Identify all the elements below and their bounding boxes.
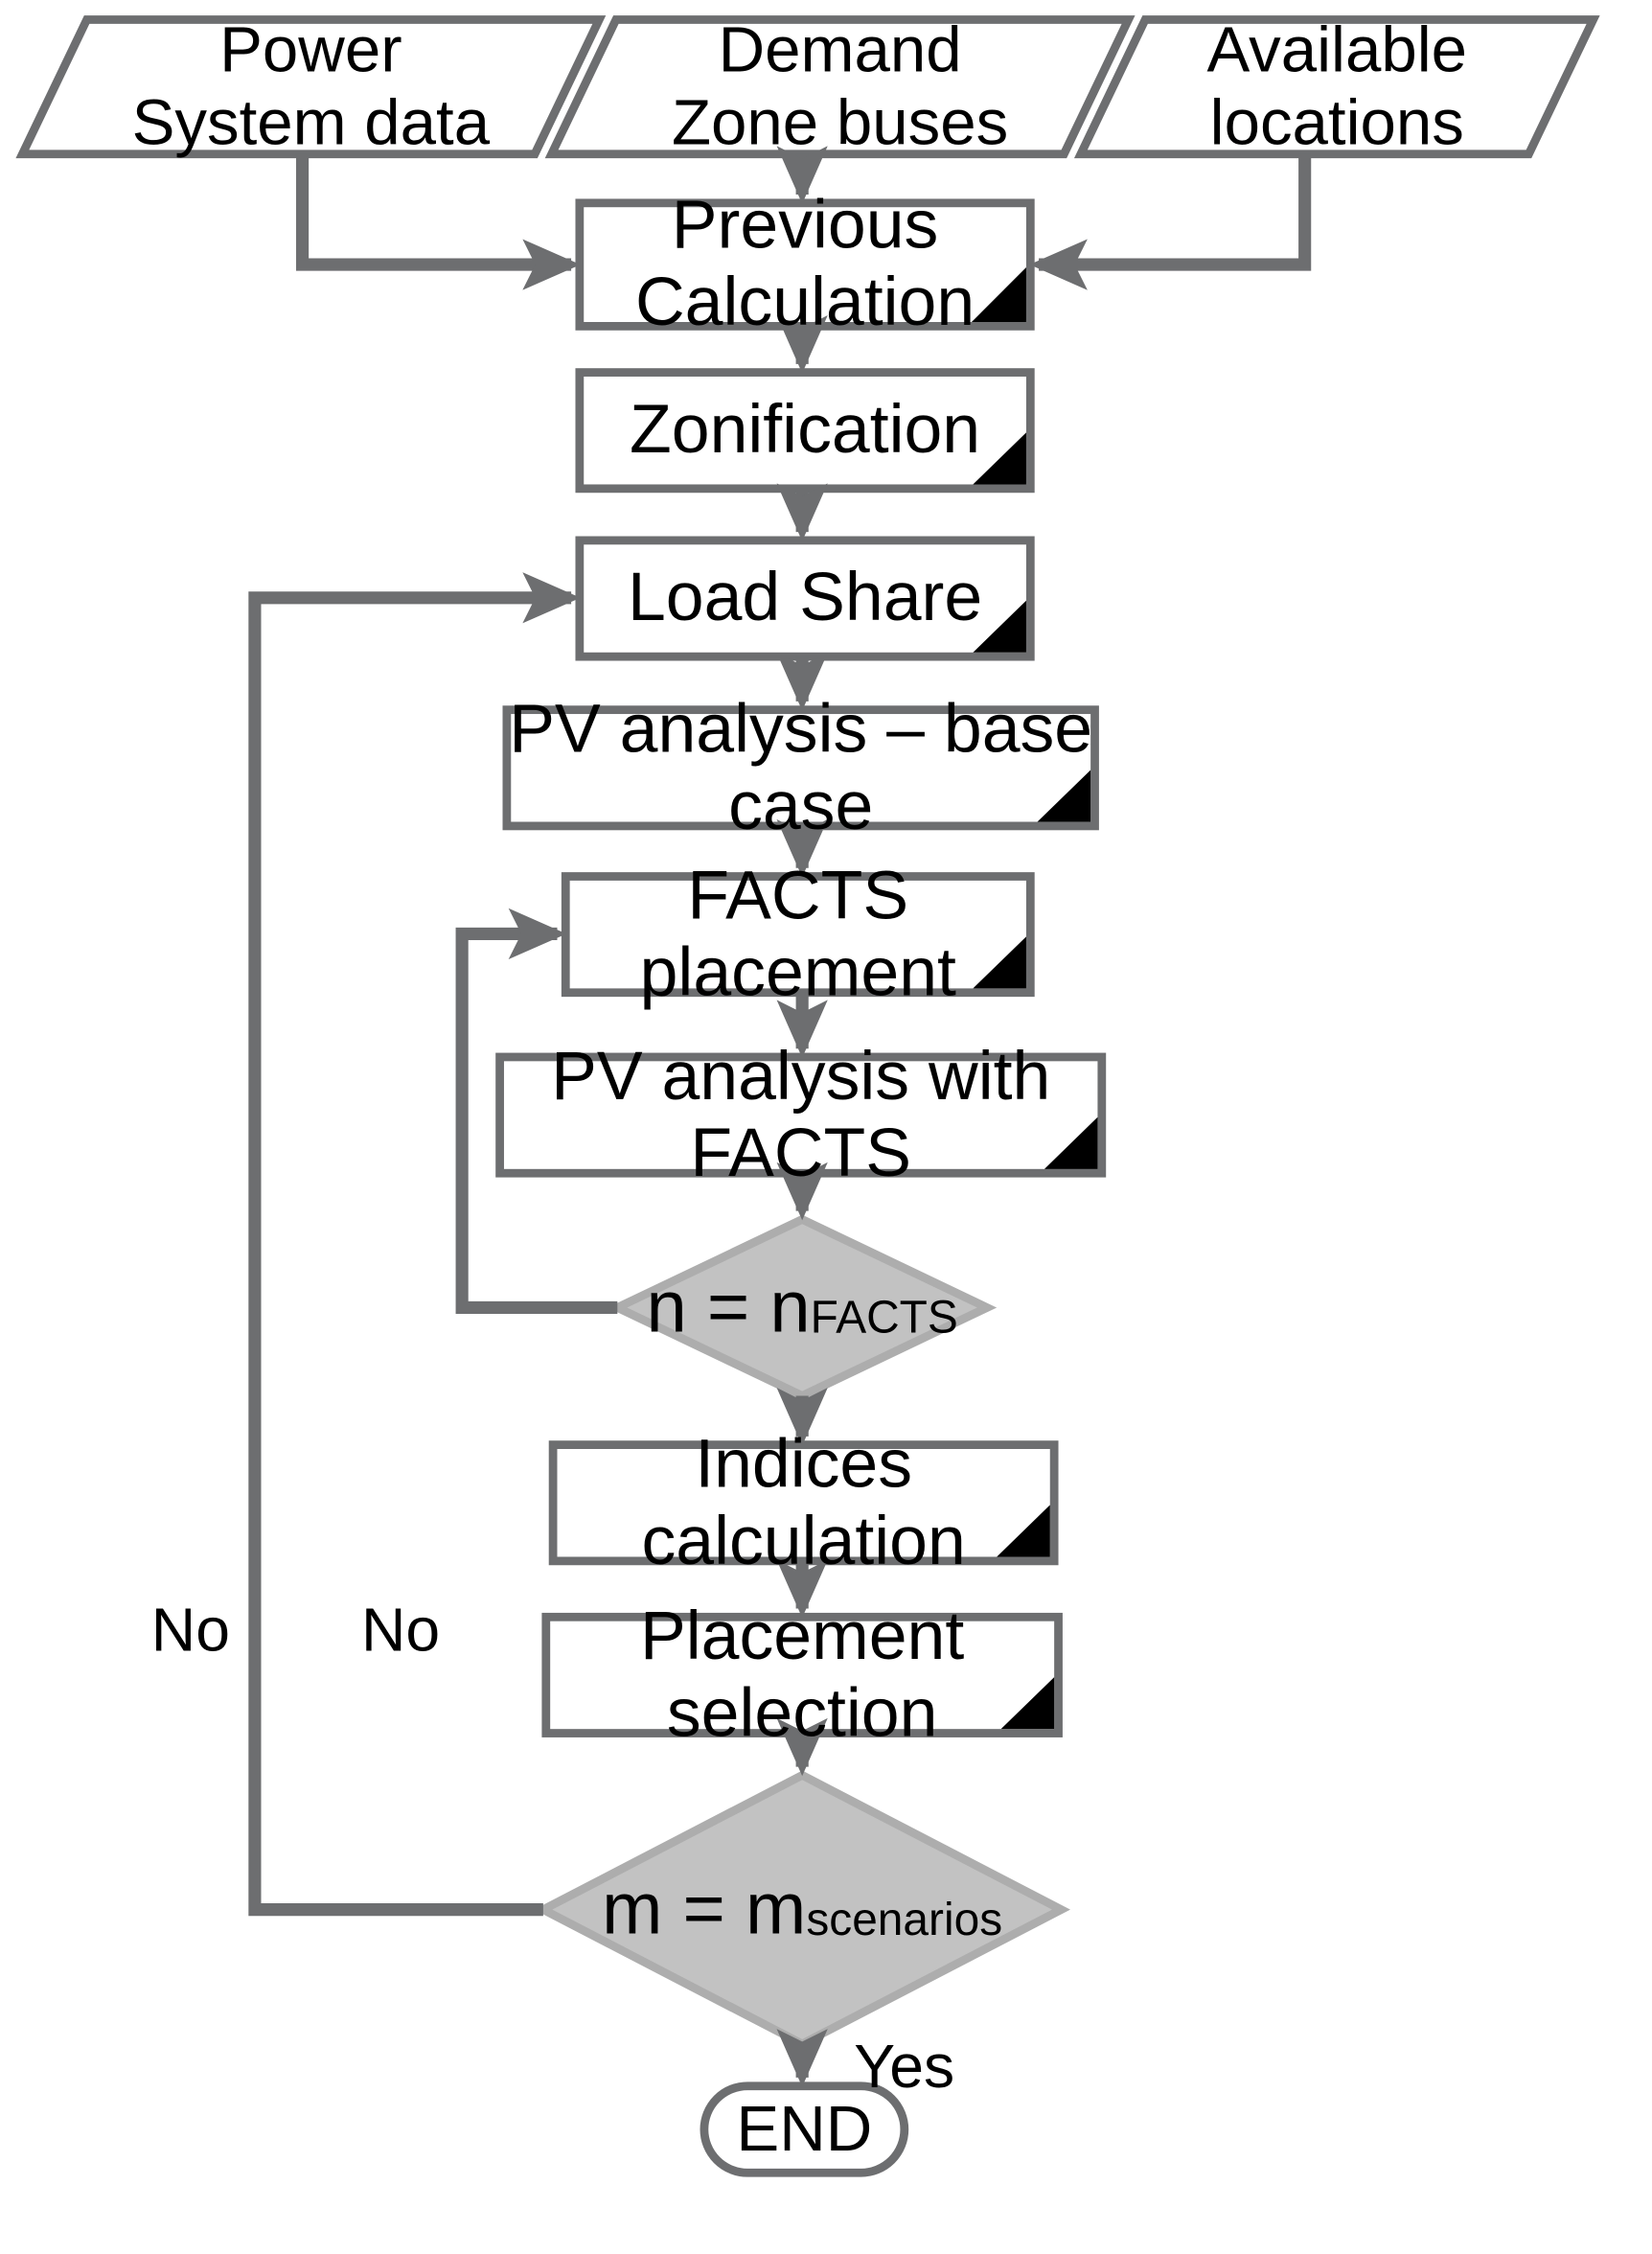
corner-marker-previous-calculation	[971, 267, 1026, 322]
corner-marker-zonification	[973, 432, 1026, 485]
edge-label-yes-facts: Yes	[854, 2033, 955, 2102]
decision-shape-m-equals-m-scenarios[interactable]	[534, 1770, 1070, 2049]
process-shape-load-share[interactable]	[575, 536, 1035, 661]
edge-decision-m-no-loop	[248, 572, 581, 1917]
edge-power-to-previous	[296, 153, 581, 290]
edge-label-no-outer: No	[150, 1596, 230, 1665]
edge-available-to-previous	[1029, 153, 1312, 290]
process-shape-pv-analysis-with-facts[interactable]	[495, 1052, 1107, 1178]
process-shape-previous-calculation[interactable]	[575, 198, 1035, 331]
process-shape-facts-placement[interactable]	[561, 872, 1035, 998]
decision-shape-n-equals-n-facts[interactable]	[608, 1214, 998, 1401]
corner-marker-pv-analysis-base-case	[1037, 770, 1091, 822]
edge-decision-n-no-loop	[455, 908, 618, 1315]
corner-marker-facts-placement	[973, 936, 1026, 989]
corner-marker-pv-analysis-with-facts	[1044, 1116, 1098, 1169]
process-shape-zonification[interactable]	[575, 368, 1035, 494]
process-shape-placement-selection[interactable]	[541, 1612, 1063, 1737]
input-shape-demand-zone-buses[interactable]	[544, 15, 1136, 159]
corner-marker-placement-selection	[1000, 1677, 1055, 1730]
edge-label-no-inner: No	[360, 1596, 441, 1665]
input-shape-available-locations[interactable]	[1073, 15, 1600, 159]
input-shape-power-system-data[interactable]	[15, 15, 607, 159]
process-shape-indices-calculation[interactable]	[548, 1440, 1059, 1566]
corner-marker-indices-calculation	[997, 1505, 1050, 1557]
process-shape-pv-analysis-base-case[interactable]	[502, 705, 1099, 831]
